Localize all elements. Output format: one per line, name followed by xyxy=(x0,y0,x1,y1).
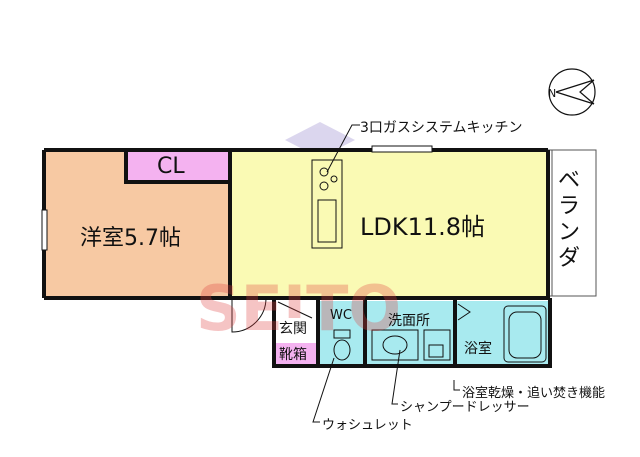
veranda-label: ベランダ xyxy=(558,168,581,271)
washroom-label: 洗面所 xyxy=(388,313,430,329)
western-room-label: 洋室5.7帖 xyxy=(80,226,181,251)
compass-letter: N xyxy=(548,87,556,100)
shoe-box-label: 靴箱 xyxy=(279,347,307,363)
ldk-label: LDK11.8帖 xyxy=(360,213,486,241)
entrance-label: 玄関 xyxy=(279,318,307,338)
shoe-box xyxy=(276,343,316,364)
toilet-floor xyxy=(320,301,364,364)
windows xyxy=(41,145,433,251)
kitchen-callout: 3口ガスシステムキッチン xyxy=(360,120,523,136)
callout-lines xyxy=(312,124,460,423)
closet-label: CL xyxy=(157,154,185,179)
bathroom-fixtures xyxy=(333,305,547,363)
veranda-area xyxy=(547,149,597,297)
bathroom-label: 浴室 xyxy=(464,341,492,357)
toilet-label: WC xyxy=(330,308,352,323)
closet-floor xyxy=(126,151,230,182)
kitchen-unit xyxy=(311,159,343,249)
bath-dryer-callout: 浴室乾燥・追い焚き機能 xyxy=(462,386,606,401)
washroom-floor xyxy=(366,301,454,364)
compass-icon xyxy=(548,68,596,116)
doors xyxy=(231,297,471,333)
walls xyxy=(42,148,552,368)
washlet-callout: ウォシュレット xyxy=(322,418,413,433)
ldk-floor xyxy=(232,150,546,296)
bathroom-floor xyxy=(456,301,550,364)
shampoo-dresser-callout: シャンプードレッサー xyxy=(400,400,530,415)
